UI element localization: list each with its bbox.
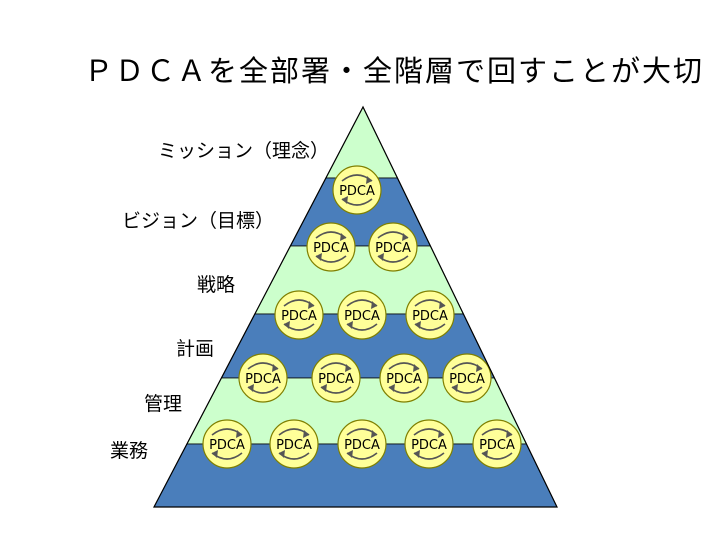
- pdca-label: PDCA: [344, 309, 380, 324]
- pdca-label: PDCA: [339, 184, 375, 199]
- pdca-cycle-icon: PDCA: [472, 419, 522, 469]
- pdca-label: PDCA: [375, 241, 411, 256]
- pdca-cycle-icon: PDCA: [311, 353, 361, 403]
- pdca-cycle-icon: PDCA: [274, 290, 324, 340]
- pdca-label: PDCA: [412, 309, 448, 324]
- pdca-cycle-icon: PDCA: [404, 419, 454, 469]
- slide-title: ＰＤＣＡを全部署・全階層で回すことが大切: [84, 54, 705, 88]
- pdca-cycle-icon: PDCA: [442, 353, 492, 403]
- level-label-vision: ビジョン（目標）: [122, 210, 275, 232]
- pdca-cycle-icon: PDCA: [269, 419, 319, 469]
- pdca-cycle-icon: PDCA: [202, 419, 252, 469]
- pdca-label: PDCA: [281, 309, 317, 324]
- pdca-label: PDCA: [318, 372, 354, 387]
- level-label-strategy: 戦略: [197, 274, 236, 296]
- pdca-cycle-icon: PDCA: [306, 222, 356, 272]
- level-label-operations: 業務: [110, 440, 149, 462]
- pdca-cycle-icon: PDCA: [337, 290, 387, 340]
- pyramid-outline: [153, 105, 558, 508]
- pdca-cycle-icon: PDCA: [238, 353, 288, 403]
- pdca-label: PDCA: [344, 438, 380, 453]
- pdca-label: PDCA: [209, 438, 245, 453]
- pdca-cycle-icon: PDCA: [368, 222, 418, 272]
- pdca-cycle-icon: PDCA: [337, 419, 387, 469]
- pdca-cycle-icon: PDCA: [332, 165, 382, 215]
- pdca-label: PDCA: [313, 241, 349, 256]
- pdca-label: PDCA: [449, 372, 485, 387]
- level-label-mission: ミッション（理念）: [158, 140, 330, 162]
- pdca-label: PDCA: [276, 438, 312, 453]
- level-label-plan: 計画: [176, 338, 215, 360]
- pdca-label: PDCA: [245, 372, 281, 387]
- pdca-label: PDCA: [479, 438, 515, 453]
- pdca-label: PDCA: [411, 438, 447, 453]
- level-label-management: 管理: [144, 393, 183, 415]
- pdca-label: PDCA: [386, 372, 422, 387]
- pdca-cycle-icon: PDCA: [379, 353, 429, 403]
- pdca-cycle-icon: PDCA: [405, 290, 455, 340]
